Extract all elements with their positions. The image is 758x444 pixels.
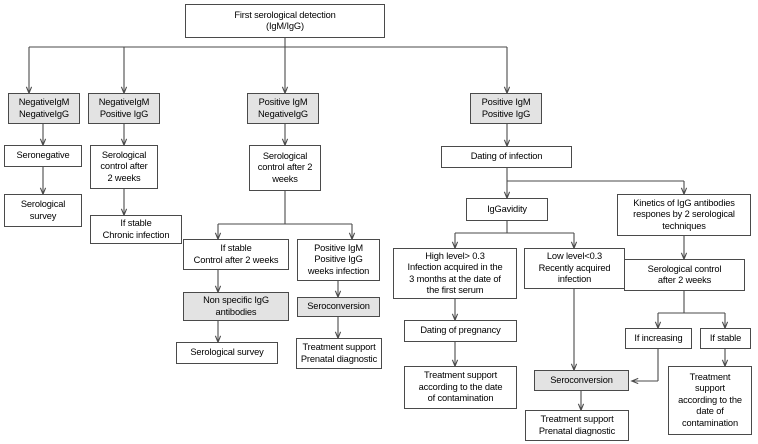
node-if-stable-right[interactable]: If stable <box>700 328 751 349</box>
node-if-stable-chronic-infection[interactable]: If stable Chronic infection <box>90 215 182 244</box>
node-dating-of-infection[interactable]: Dating of infection <box>441 146 572 168</box>
node-treatment-support-prenatal-diagnostic-right[interactable]: Treatment support Prenatal diagnostic <box>525 410 629 441</box>
node-positive-igm-positive-igg[interactable]: Positive IgM Positive IgG <box>470 93 542 124</box>
node-label: Serological survey <box>190 347 264 358</box>
node-serological-survey-mid[interactable]: Serological survey <box>176 342 278 364</box>
node-negative-igm-negative-igg[interactable]: NegativeIgM NegativeIgG <box>8 93 80 124</box>
node-serological-survey-left[interactable]: Serological survey <box>4 194 82 227</box>
node-label: Seroconversion <box>307 301 370 312</box>
node-label: First serological detection (IgM/IgG) <box>234 9 336 31</box>
node-label: Serological control after 2 weeks <box>647 263 722 285</box>
node-treatment-support-date-contamination-mid[interactable]: Treatment support according to the date … <box>404 366 517 409</box>
node-high-level-0-3[interactable]: High level> 0.3 Infection acquired in th… <box>393 248 517 299</box>
node-label: Positive IgM Positive IgG <box>481 97 531 119</box>
node-negative-igm-positive-igg[interactable]: NegativeIgM Positive IgG <box>88 93 160 124</box>
node-seroconversion-right[interactable]: Seroconversion <box>534 370 629 391</box>
node-label: NegativeIgM NegativeIgG <box>18 97 70 119</box>
node-label: High level> 0.3 Infection acquired in th… <box>407 250 503 295</box>
node-label: Seroconversion <box>550 374 613 385</box>
node-if-stable-control-after-2-weeks[interactable]: If stable Control after 2 weeks <box>183 239 289 270</box>
node-serological-control-2weeks-b[interactable]: Serological control after 2 weeks <box>249 145 321 191</box>
node-igg-avidity[interactable]: IgGavidity <box>466 198 548 221</box>
node-kinetics-igg-antibodies[interactable]: Kinetics of IgG antibodies respones by 2… <box>617 194 751 236</box>
node-dating-of-pregnancy[interactable]: Dating of pregnancy <box>404 320 517 342</box>
node-serological-control-2weeks-c[interactable]: Serological control after 2 weeks <box>624 259 745 291</box>
node-label: NegativeIgM Positive IgG <box>98 97 150 119</box>
node-serological-control-2weeks-a[interactable]: Serological control after 2 weeks <box>90 145 158 189</box>
node-label: Treatment support according to the date … <box>678 371 742 428</box>
node-label: If stable <box>709 332 742 343</box>
node-label: Low level<0.3 Recently acquired infectio… <box>538 251 611 285</box>
node-label: Serological survey <box>20 199 66 221</box>
node-label: Serological control after 2 weeks <box>100 149 148 183</box>
node-label: Dating of pregnancy <box>420 325 501 336</box>
node-label: Treatment support Prenatal diagnostic <box>300 342 378 364</box>
node-positive-igm-negative-igg[interactable]: Positive IgM NegativeIgG <box>247 93 319 124</box>
node-positive-igm-positive-igg-weeks-infection[interactable]: Positive IgM Positive IgG weeks infectio… <box>297 239 380 281</box>
node-label: Serological control after 2 weeks <box>257 150 313 184</box>
node-treatment-support-prenatal-diagnostic-mid[interactable]: Treatment support Prenatal diagnostic <box>296 338 382 369</box>
node-treatment-support-date-contamination-right[interactable]: Treatment support according to the date … <box>668 366 752 435</box>
node-non-specific-igg-antibodies[interactable]: Non specific IgG antibodies <box>183 292 289 321</box>
node-label: Positive IgM NegativeIgG <box>257 97 309 119</box>
node-seronegative[interactable]: Seronegative <box>4 145 82 167</box>
node-label: If stable Chronic infection <box>102 218 170 240</box>
node-label: Seronegative <box>16 150 70 161</box>
node-if-increasing[interactable]: If increasing <box>625 328 692 349</box>
node-label: Dating of infection <box>470 151 543 162</box>
node-label: Kinetics of IgG antibodies respones by 2… <box>633 197 735 231</box>
node-label: Treatment support according to the date … <box>418 370 503 404</box>
node-label: If increasing <box>634 332 683 343</box>
node-label: Positive IgM Positive IgG weeks infectio… <box>307 242 370 276</box>
node-first-serological-detection[interactable]: First serological detection (IgM/IgG) <box>185 4 385 38</box>
node-label: Treatment support Prenatal diagnostic <box>538 414 616 436</box>
node-label: If stable Control after 2 weeks <box>193 243 279 265</box>
node-label: IgGavidity <box>487 203 527 214</box>
node-seroconversion-mid[interactable]: Seroconversion <box>297 297 380 317</box>
node-low-level-0-3[interactable]: Low level<0.3 Recently acquired infectio… <box>524 248 625 289</box>
node-label: Non specific IgG antibodies <box>203 295 269 317</box>
